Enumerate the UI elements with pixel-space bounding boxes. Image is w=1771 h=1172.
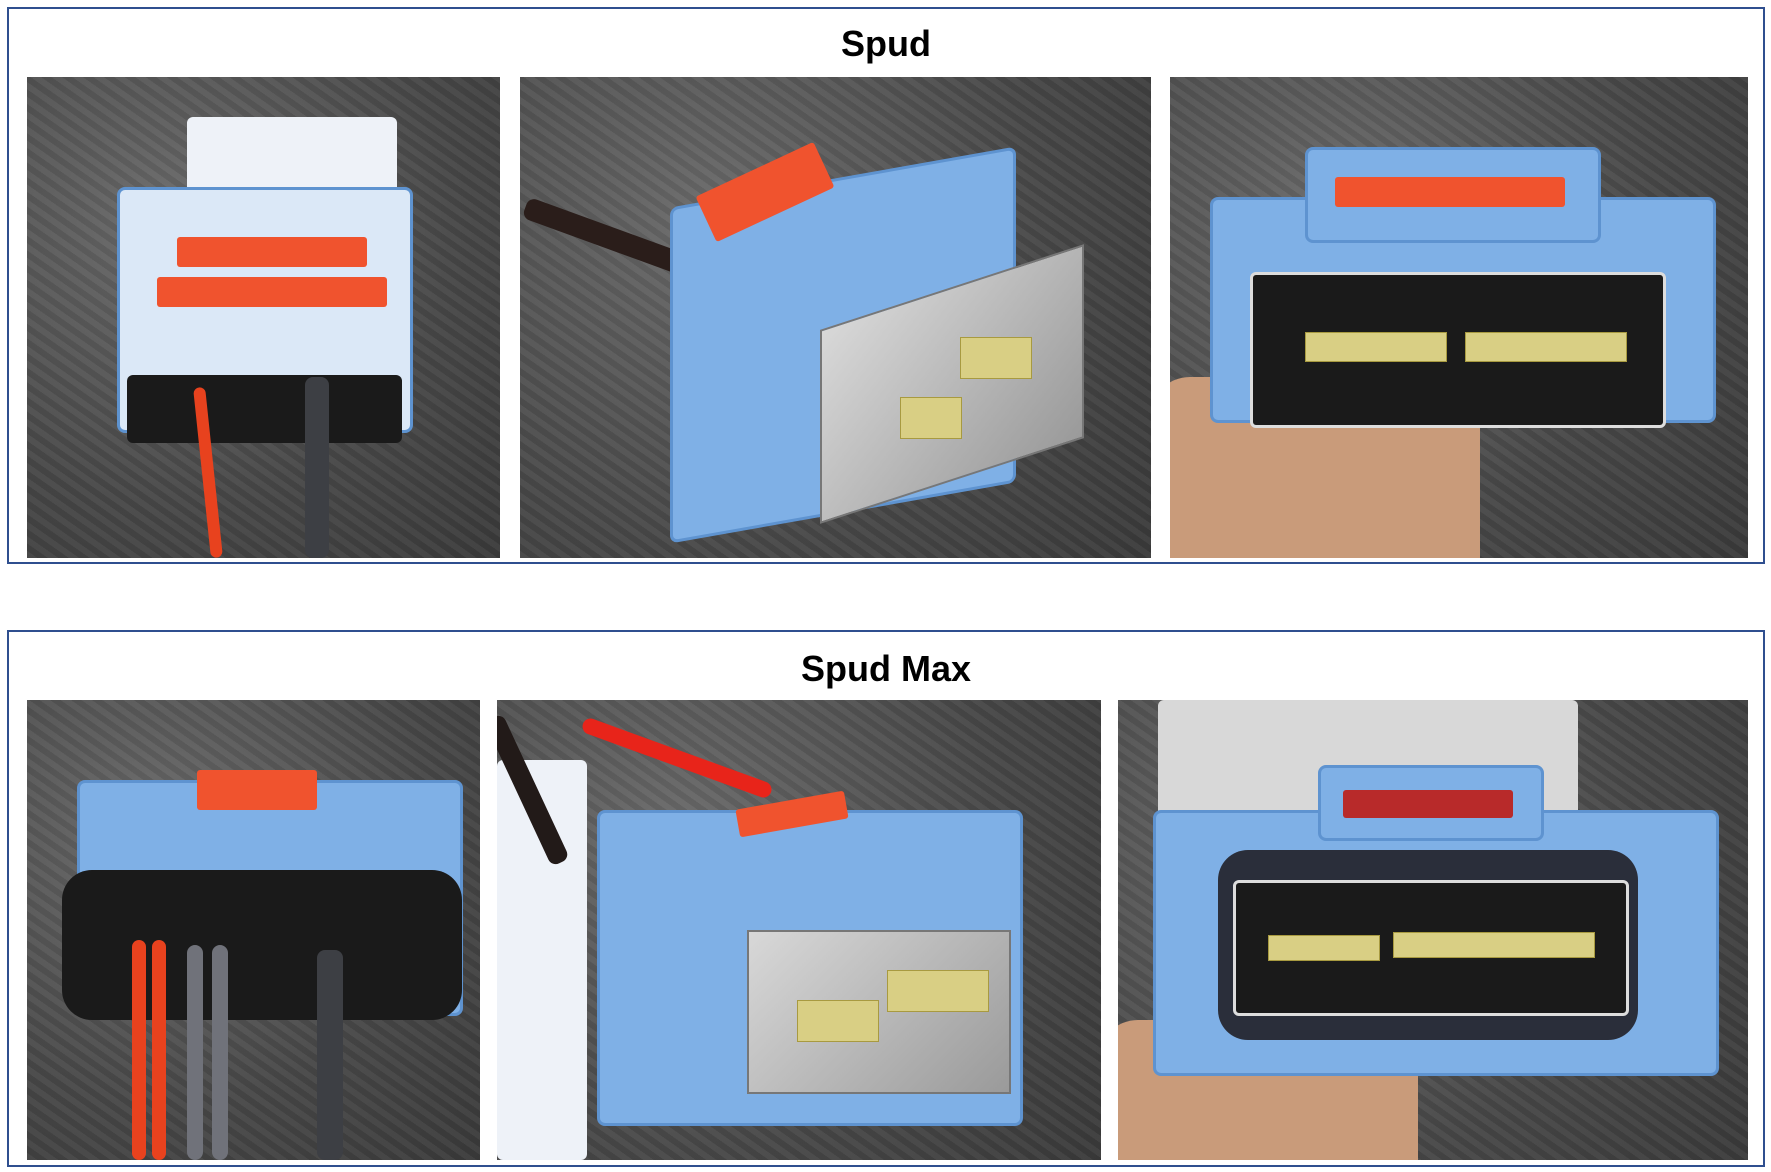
spud-photo-angle [520, 77, 1151, 558]
spud-photo-rear [27, 77, 500, 558]
spud-max-photo-front [1118, 700, 1748, 1160]
section-title: Spud Max [800, 648, 971, 689]
spud-panel: Spud [7, 7, 1765, 564]
spud-max-panel: Spud Max [7, 630, 1765, 1167]
section-title: Spud [841, 23, 931, 64]
spud-photo-front [1170, 77, 1748, 558]
spud-max-photo-rear [27, 700, 480, 1160]
spud-max-photo-angle [497, 700, 1101, 1160]
